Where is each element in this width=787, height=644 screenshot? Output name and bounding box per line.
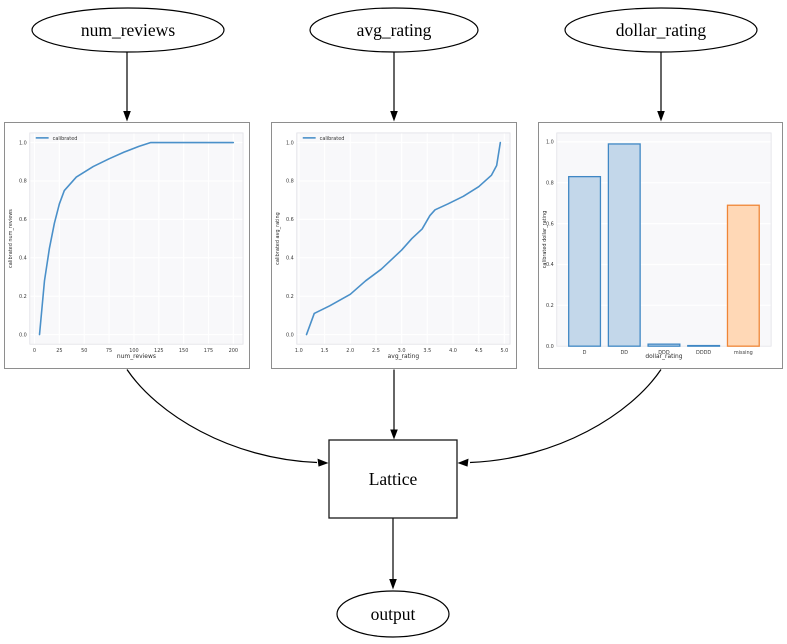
y-axis-label: calibrated num_reviews <box>8 209 14 268</box>
arrowhead-icon <box>389 579 397 590</box>
bar-DDD <box>647 343 681 347</box>
y-axis-label: calibrated dollar_rating <box>542 211 548 269</box>
x-tick-label: 2.0 <box>346 348 354 354</box>
y-tick-label: 1.0 <box>286 140 294 146</box>
x-tick-label: 125 <box>154 348 163 354</box>
calibration-plot-num-reviews: 0.0 0.2 0.4 0.6 0.8 1.0 0 25 50 75 100 125 150 175 200… <box>4 122 250 369</box>
x-tick-label: 75 <box>106 348 112 354</box>
bar-DDDD <box>687 344 721 347</box>
y-tick-label: 0.4 <box>546 262 554 268</box>
arrowhead-icon <box>317 458 329 467</box>
plot-background <box>296 132 511 345</box>
y-tick-label: 0.6 <box>546 221 554 227</box>
output-ellipse <box>336 590 450 638</box>
edge-plot1-to-lattice <box>126 369 329 467</box>
y-tick-label: 0.8 <box>546 181 554 187</box>
x-tick-label: DDDD <box>696 350 711 356</box>
arrowhead-icon <box>390 111 398 122</box>
num-reviews-calibration-chart: 0.0 0.2 0.4 0.6 0.8 1.0 0 25 50 75 100 125 150 175 200… <box>8 132 244 360</box>
x-tick-label: missing <box>734 350 753 356</box>
node-num-reviews: num_reviews <box>31 7 225 53</box>
bar-DD <box>607 143 641 347</box>
edge-dollar-rating-to-plot <box>657 52 665 122</box>
arrowhead-icon <box>123 111 131 122</box>
x-tick-label: 1.0 <box>295 348 303 354</box>
x-axis-label: avg_rating <box>388 353 420 360</box>
edge-num-reviews-to-plot <box>123 52 131 122</box>
x-tick-label: 100 <box>129 348 138 354</box>
calibration-line-series <box>38 141 235 336</box>
x-tick-label: 3.0 <box>398 348 406 354</box>
plot-background <box>29 132 244 345</box>
y-tick-label: 0.2 <box>19 294 27 300</box>
y-tick-label: 0.0 <box>286 332 294 338</box>
lattice-label: Lattice <box>369 469 418 489</box>
num-reviews-label: num_reviews <box>81 20 175 40</box>
x-tick-label: 5.0 <box>500 348 508 354</box>
y-tick-label: 0.4 <box>286 256 294 262</box>
calibration-plot-avg-rating: 0.0 0.2 0.4 0.6 0.8 1.0 1.0 1.5 2.0 2.5 3.0 3.5 4.0 4… <box>271 122 517 369</box>
bar-missing <box>726 204 760 347</box>
x-tick-label: 0 <box>33 348 36 354</box>
y-tick-label: 1.0 <box>546 140 554 146</box>
arrowhead-icon <box>390 429 398 440</box>
x-tick-label: 4.0 <box>449 348 457 354</box>
legend-label: calibrated <box>320 136 345 142</box>
x-tick-label: 25 <box>56 348 62 354</box>
y-tick-label: 0.2 <box>546 303 554 309</box>
y-tick-label: 0.6 <box>286 217 294 223</box>
num-reviews-ellipse <box>31 7 225 53</box>
y-tick-label: 0.8 <box>286 179 294 185</box>
x-tick-label: DD <box>620 350 628 356</box>
output-label: output <box>371 604 416 624</box>
x-tick-label: 150 <box>179 348 188 354</box>
bar-D <box>568 175 602 347</box>
calibration-line-series <box>305 141 502 336</box>
x-axis-label: dollar_rating <box>645 353 682 360</box>
x-tick-label: 3.5 <box>423 348 431 354</box>
edge-avg-rating-to-plot <box>390 52 398 122</box>
node-output: output <box>336 590 450 638</box>
avg-rating-calibration-chart: 0.0 0.2 0.4 0.6 0.8 1.0 1.0 1.5 2.0 2.5 3.0 3.5 4.0 4… <box>275 132 511 360</box>
y-tick-label: 0.6 <box>19 217 27 223</box>
y-tick-label: 1.0 <box>19 140 27 146</box>
x-axis-label: num_reviews <box>117 353 156 360</box>
x-tick-label: D <box>583 350 587 356</box>
arrowhead-icon <box>457 458 469 467</box>
x-tick-label: 4.5 <box>475 348 483 354</box>
x-tick-label: DDD <box>658 350 670 356</box>
y-tick-label: 0.4 <box>19 256 27 262</box>
arrowhead-icon <box>657 111 665 122</box>
y-tick-label: 0.0 <box>19 332 27 338</box>
y-tick-label: 0.0 <box>546 344 554 350</box>
y-tick-label: 0.2 <box>286 294 294 300</box>
x-tick-label: 200 <box>229 348 238 354</box>
edge-lattice-to-output <box>389 518 397 590</box>
legend-label: calibrated <box>53 136 78 142</box>
x-tick-label: 50 <box>81 348 87 354</box>
y-axis-label: calibrated avg_rating <box>275 212 281 265</box>
x-tick-label: 2.5 <box>372 348 380 354</box>
edge-plot3-to-lattice <box>457 369 662 467</box>
node-lattice: Lattice <box>328 439 458 519</box>
node-avg-rating: avg_rating <box>309 7 479 53</box>
x-tick-label: 175 <box>204 348 213 354</box>
x-tick-label: 1.5 <box>321 348 329 354</box>
avg-rating-label: avg_rating <box>357 20 432 40</box>
dollar-rating-label: dollar_rating <box>616 20 707 40</box>
node-dollar-rating: dollar_rating <box>564 7 758 53</box>
axes-spines <box>29 132 244 345</box>
edge-plot2-to-lattice <box>390 369 398 440</box>
axes-spines <box>296 132 511 345</box>
y-tick-label: 0.8 <box>19 179 27 185</box>
lattice-box <box>328 439 458 519</box>
